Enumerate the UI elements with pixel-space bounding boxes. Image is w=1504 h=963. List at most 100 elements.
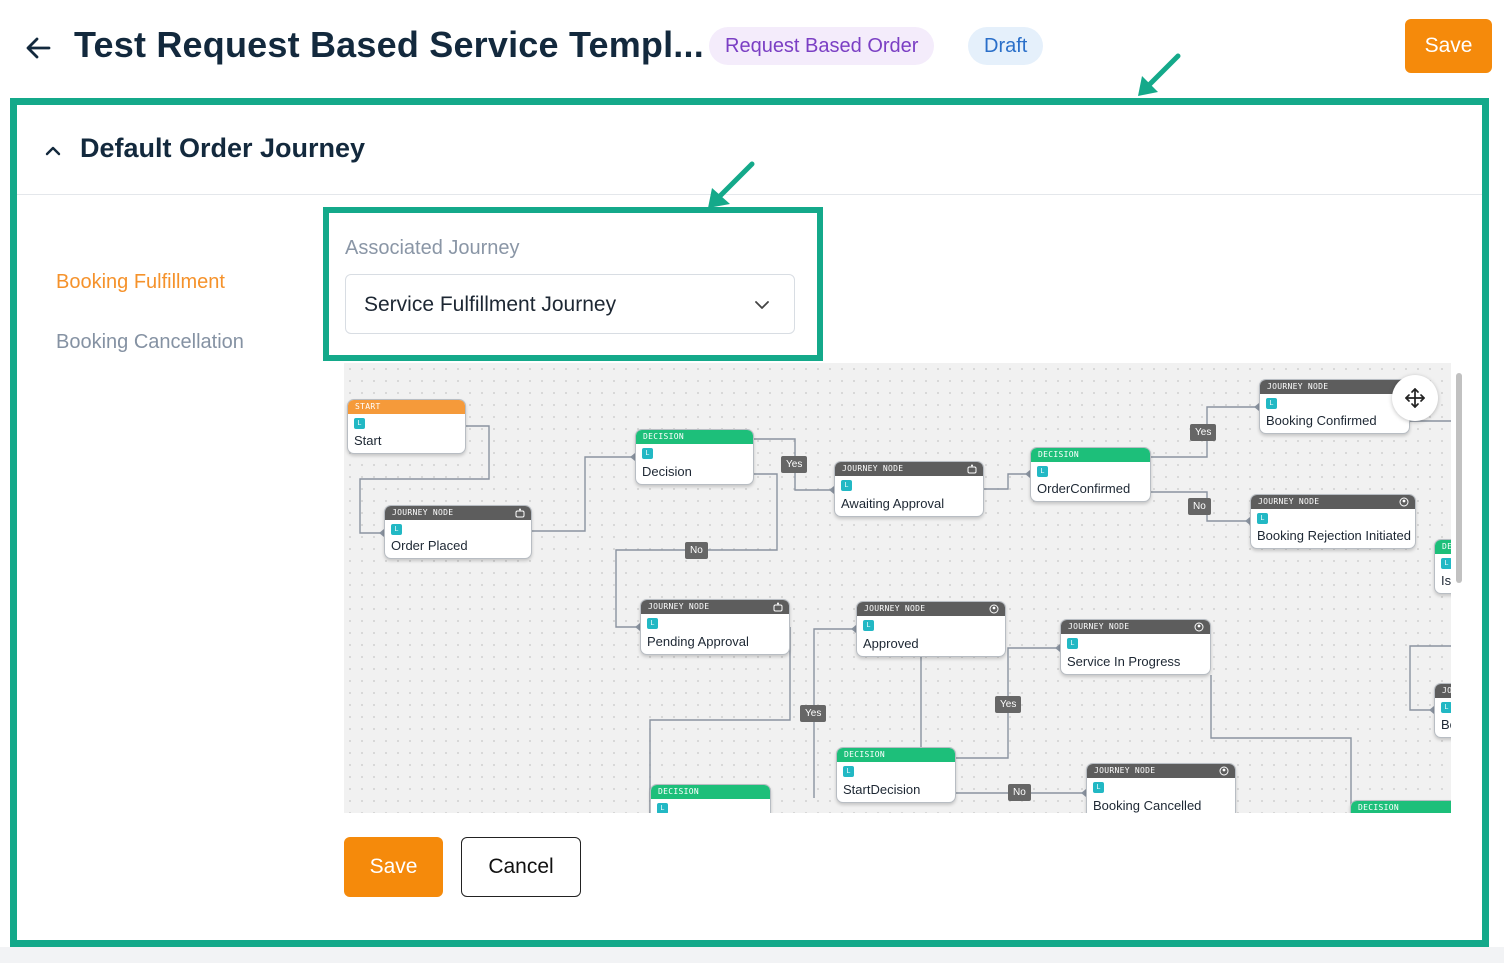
node-label: Awaiting Approval <box>841 496 945 511</box>
node-tag: L <box>1093 782 1104 793</box>
user-icon <box>989 604 999 614</box>
node-tag: L <box>1037 466 1048 477</box>
node-type: JOURNEY NODE <box>864 604 926 613</box>
back-arrow-icon[interactable] <box>18 28 58 68</box>
flow-node-awaiting-approval[interactable]: JOURNEY NODE L Awaiting Approval <box>834 461 984 517</box>
flow-node-bo-partial[interactable]: JO L Bo <box>1434 683 1451 738</box>
flow-node-service-in-progress[interactable]: JOURNEY NODE L Service In Progress <box>1060 619 1211 675</box>
flow-node-start[interactable]: START L Start <box>347 399 466 454</box>
node-type: DE <box>1435 540 1451 554</box>
chevron-up-icon[interactable] <box>41 139 65 163</box>
node-label: Order Placed <box>391 538 468 553</box>
node-tag: L <box>391 524 402 535</box>
edge-label: Yes <box>995 696 1022 713</box>
node-tag: L <box>1441 558 1451 569</box>
node-label: Service In Progress <box>1067 654 1181 669</box>
order-type-badge: Request Based Order <box>709 27 935 65</box>
node-label: Approved <box>863 636 919 651</box>
associated-journey-value: Service Fulfillment Journey <box>364 293 617 316</box>
node-type: JOURNEY NODE <box>392 508 454 517</box>
status-badge: Draft <box>968 27 1044 65</box>
node-type: DECISION <box>1031 448 1150 462</box>
annotation-arrow-icon <box>1138 53 1181 96</box>
edge-label: Yes <box>1190 424 1217 441</box>
section-title: Default Order Journey <box>80 133 366 163</box>
flow-node-decision-bottom[interactable]: DECISION L <box>650 784 771 813</box>
node-type: JOURNEY NODE <box>1068 622 1130 631</box>
node-tag: L <box>863 620 874 631</box>
robot-icon <box>515 508 525 518</box>
page-background-strip <box>0 947 1504 963</box>
flow-node-order-confirmed[interactable]: DECISION L OrderConfirmed <box>1030 447 1151 502</box>
associated-journey-select[interactable]: Service Fulfillment Journey <box>345 274 795 334</box>
node-type: JOURNEY NODE <box>648 602 710 611</box>
canvas-scrollbar[interactable] <box>1455 373 1463 813</box>
header-save-button[interactable]: Save <box>1405 19 1492 73</box>
flow-node-pending-approval[interactable]: JOURNEY NODE L Pending Approval <box>640 599 790 655</box>
node-label: Start <box>354 433 382 448</box>
node-type: DECISION <box>837 748 955 762</box>
node-tag: L <box>1067 638 1078 649</box>
sidebar-item-booking-fulfillment[interactable]: Booking Fulfillment <box>56 271 225 293</box>
node-type: JOURNEY NODE <box>1267 382 1329 391</box>
node-type: START <box>348 400 465 414</box>
node-type: DECISION <box>651 785 770 799</box>
node-label: Booking Confirmed <box>1266 413 1377 428</box>
move-arrows-icon <box>1405 388 1425 408</box>
node-tag: L <box>843 766 854 777</box>
node-label: Decision <box>642 464 692 479</box>
user-icon <box>1399 497 1409 507</box>
node-type: JOURNEY NODE <box>1258 497 1320 506</box>
robot-icon <box>773 602 783 612</box>
flow-node-is-partial[interactable]: DE L Is <box>1434 539 1451 594</box>
node-tag: L <box>1441 702 1451 713</box>
node-label: Bo <box>1441 717 1451 732</box>
flow-node-approved[interactable]: JOURNEY NODE L Approved <box>856 601 1006 657</box>
node-tag: L <box>642 448 653 459</box>
move-canvas-button[interactable] <box>1392 375 1438 421</box>
associated-journey-highlight: Associated Journey Service Fulfillment J… <box>323 207 823 361</box>
page-title: Test Request Based Service Templ... <box>74 24 704 65</box>
edge-label: No <box>1188 498 1211 515</box>
cancel-button[interactable]: Cancel <box>461 837 581 897</box>
node-type: JOURNEY NODE <box>1094 766 1156 775</box>
node-type: JOURNEY NODE <box>842 464 904 473</box>
scrollbar-thumb[interactable] <box>1456 373 1462 583</box>
flow-node-decision[interactable]: DECISION L Decision <box>635 429 754 485</box>
node-label: Is <box>1441 573 1451 588</box>
node-tag: L <box>354 418 365 429</box>
node-tag: L <box>1257 513 1268 524</box>
sidebar-item-booking-cancellation[interactable]: Booking Cancellation <box>56 331 244 353</box>
flow-node-booking-rejection-initiated[interactable]: JOURNEY NODE L Booking Rejection Initiat… <box>1250 494 1416 549</box>
top-bar: Test Request Based Service Templ... Requ… <box>0 0 1504 96</box>
node-tag: L <box>1266 398 1277 409</box>
journey-flow-canvas[interactable]: START L Start JOURNEY NODE L Order Place… <box>344 363 1451 813</box>
journey-panel: Default Order Journey Booking Fulfillmen… <box>10 98 1489 947</box>
node-type: JO <box>1435 684 1451 698</box>
user-icon <box>1219 766 1229 776</box>
edge-label: Yes <box>781 456 808 473</box>
node-tag: L <box>647 618 658 629</box>
robot-icon <box>967 464 977 474</box>
flow-node-booking-confirmed[interactable]: JOURNEY NODE L Booking Confirmed <box>1259 379 1410 434</box>
node-label: Pending Approval <box>647 634 749 649</box>
flow-node-start-decision[interactable]: DECISION L StartDecision <box>836 747 956 803</box>
save-button[interactable]: Save <box>344 837 443 897</box>
user-icon <box>1194 622 1204 632</box>
node-type: DECISION <box>636 430 753 444</box>
node-tag: L <box>657 803 668 813</box>
edge-label: Yes <box>800 705 827 722</box>
edge-label: No <box>685 542 708 559</box>
node-label: Booking Cancelled <box>1093 798 1202 813</box>
flow-node-decision-bottom-right[interactable]: DECISION <box>1350 800 1451 813</box>
node-label: Booking Rejection Initiated <box>1257 528 1411 543</box>
section-header: Default Order Journey <box>17 105 1482 195</box>
node-label: StartDecision <box>843 782 921 797</box>
chevron-down-icon <box>755 301 769 309</box>
associated-journey-label: Associated Journey <box>345 237 520 259</box>
flow-node-booking-cancelled[interactable]: JOURNEY NODE L Booking Cancelled <box>1086 763 1236 813</box>
node-label: OrderConfirmed <box>1037 481 1131 496</box>
node-type: DECISION <box>1351 801 1451 813</box>
flow-node-order-placed[interactable]: JOURNEY NODE L Order Placed <box>384 505 532 559</box>
edge-label: No <box>1008 784 1031 801</box>
